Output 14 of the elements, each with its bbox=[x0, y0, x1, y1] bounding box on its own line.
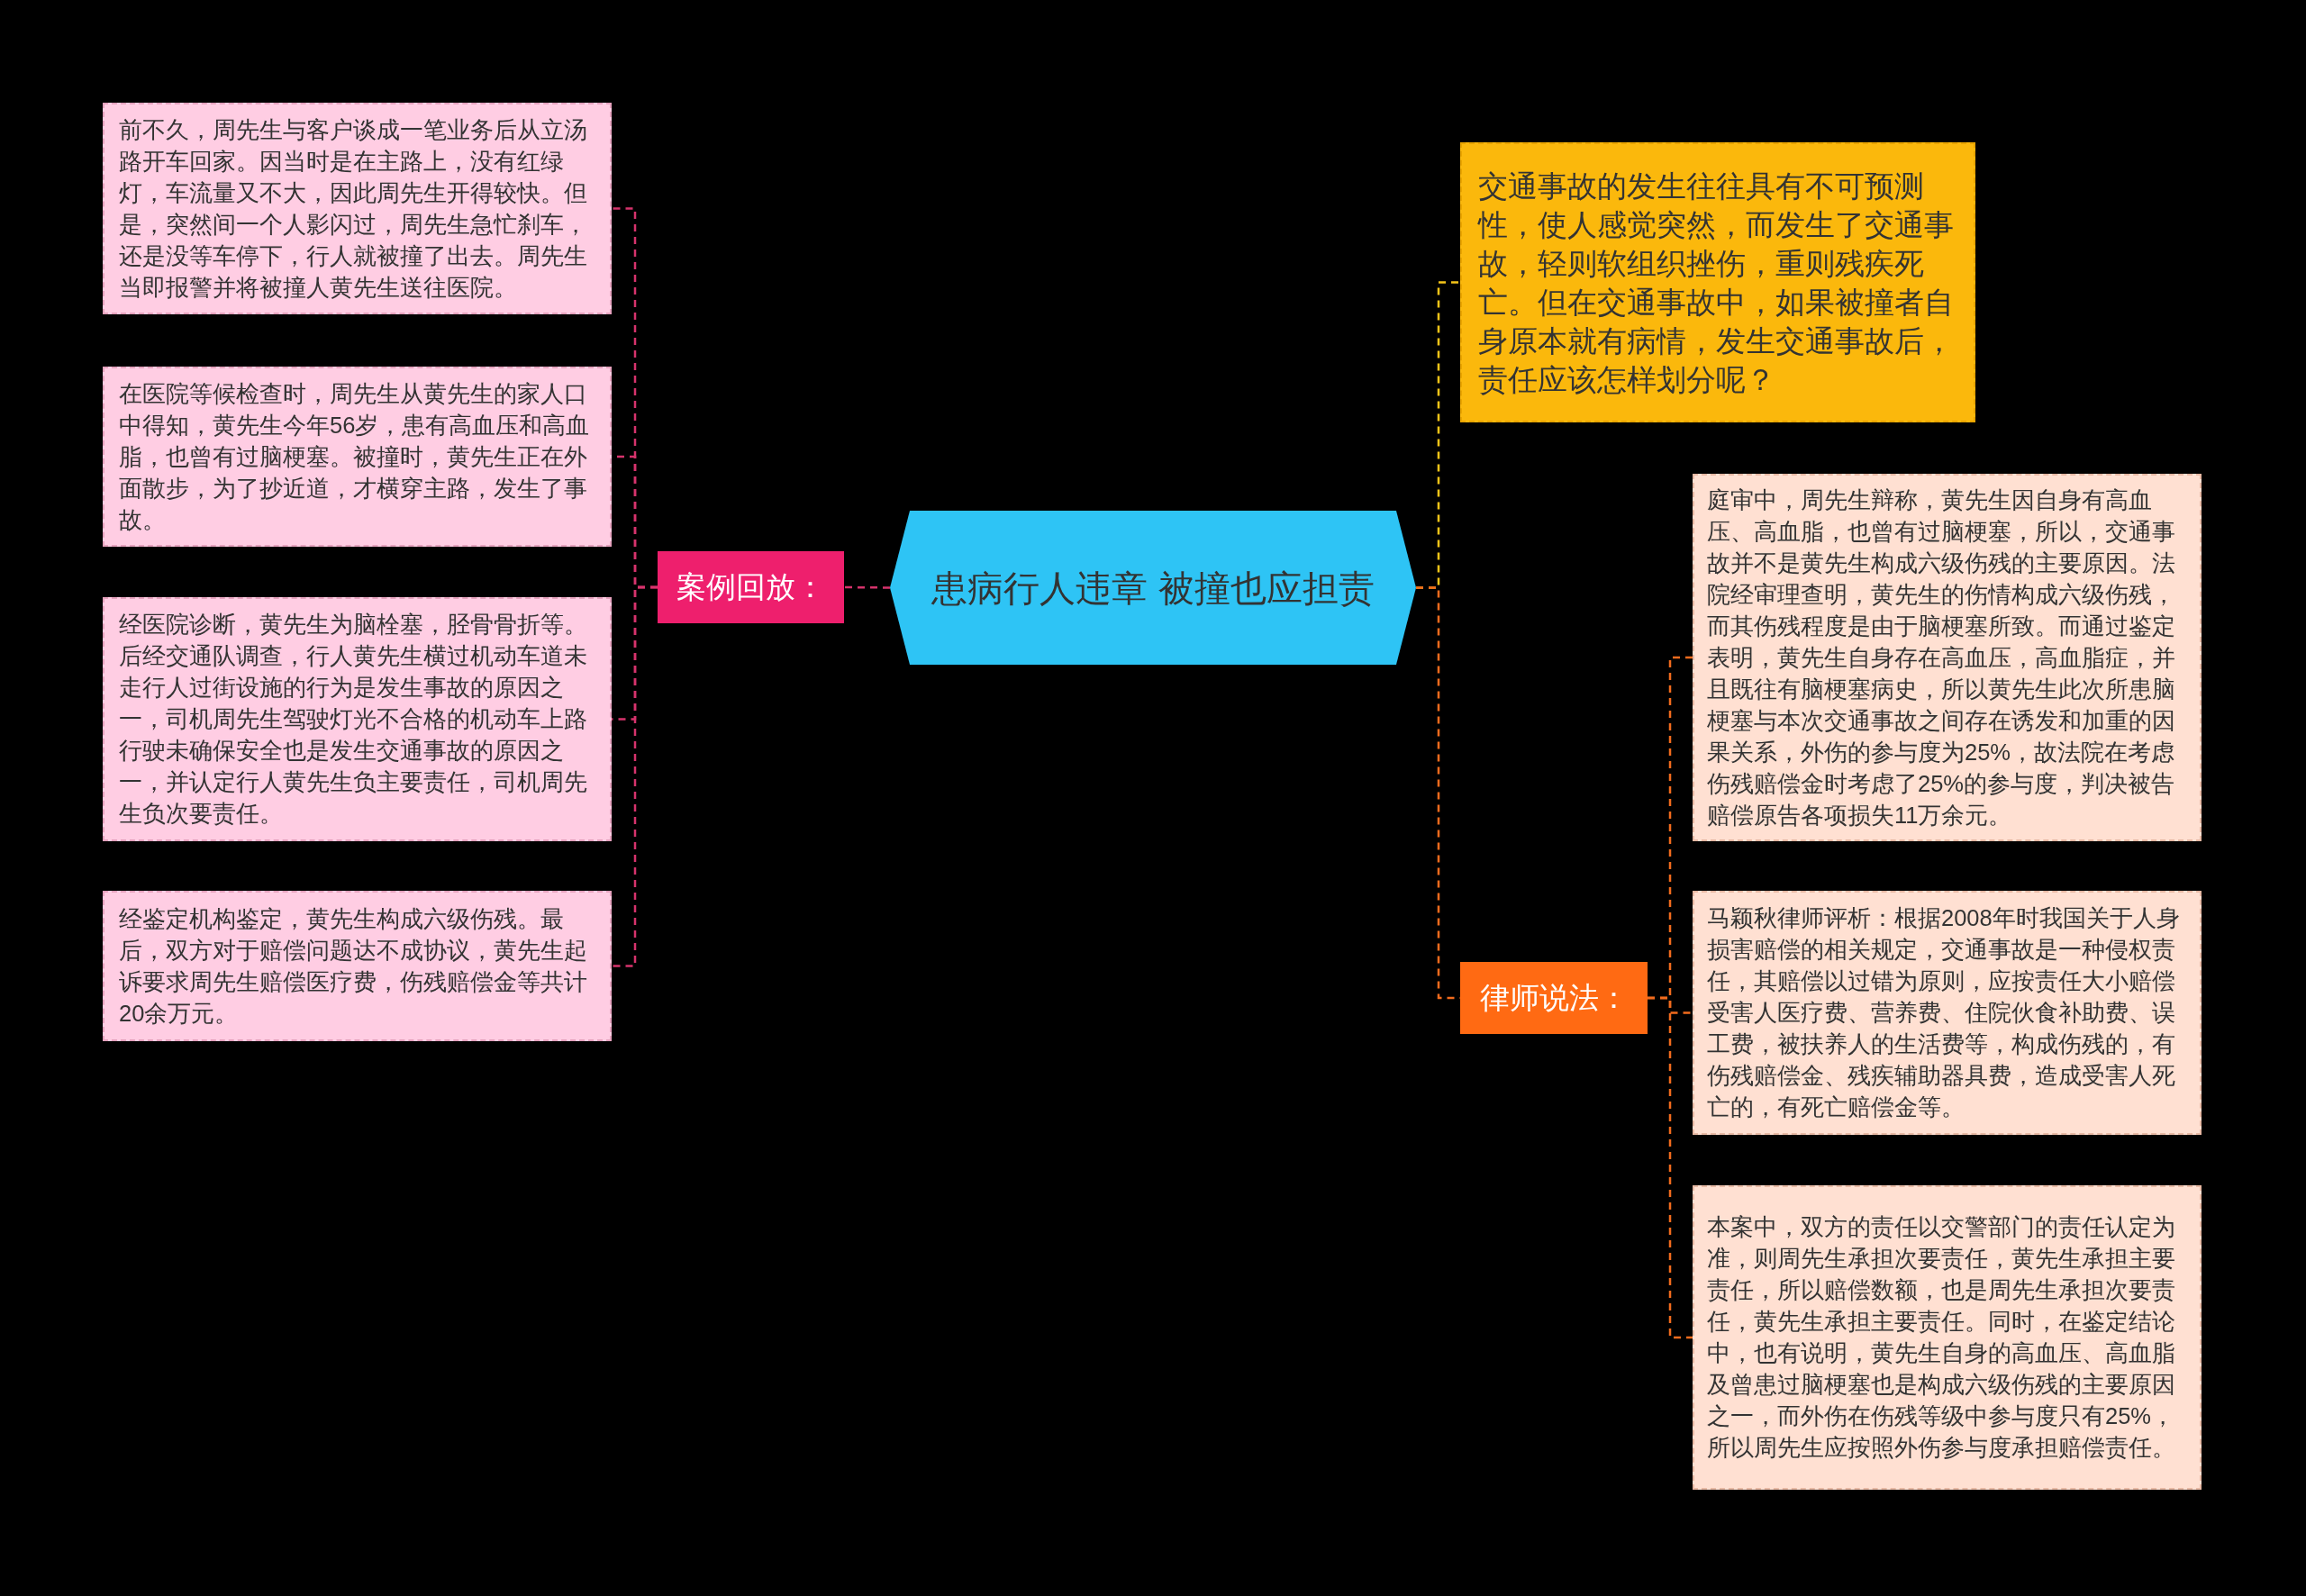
connector bbox=[612, 585, 658, 967]
category-label: 案例回放： bbox=[658, 551, 844, 623]
text-box: 在医院等候检查时，周先生从黄先生的家人口中得知，黄先生今年56岁，患有高血压和高血脂，也曾有过脑梗塞。被撞时，黄先生正在外面散步，为了抄近道，才横穿主路，发生了事故。 bbox=[103, 367, 612, 547]
text-box: 交通事故的发生往往具有不可预测性，使人感觉突然，而发生了交通事故，轻则软组织挫伤，重则残疾死亡。但在交通事故中，如果被撞者自身原本就有病情，发生交通事故后，责任应该怎样划分呢？ bbox=[1460, 142, 1975, 422]
text-box: 前不久，周先生与客户谈成一笔业务后从立汤路开车回家。因当时是在主路上，没有红绿灯，车流量又不大，因此周先生开得较快。但是，突然间一个人影闪过，周先生急忙刹车，还是没等车停下，行人就被撞了出去。周先生当即报警并将被撞人黄先生送往医院。 bbox=[103, 103, 612, 314]
text-box: 本案中，双方的责任以交警部门的责任认定为准，则周先生承担次要责任，黄先生承担主要责任，所以赔偿数额，也是周先生承担次要责任，黄先生承担主要责任。同时，在鉴定结论中，也有说明，黄先生自身的高血压、高血脂及曾患过脑梗塞也是构成六级伤残的主要原因之一，而外伤在伤残等级中参与度只有25%，所以周先生应按照外伤参与度承担赔偿责任。 bbox=[1693, 1185, 2202, 1490]
text-box: 经医院诊断，黄先生为脑栓塞，胫骨骨折等。后经交通队调查，行人黄先生横过机动车道未走行人过街设施的行为是发生事故的原因之一，司机周先生驾驶灯光不合格的机动车上路行驶未确保安全也是发生交通事故的原因之一，并认定行人黄先生负主要责任，司机周先生负次要责任。 bbox=[103, 597, 612, 841]
topic-hexagon: 患病行人违章 被撞也应担责 bbox=[890, 511, 1416, 665]
connector bbox=[1648, 996, 1693, 1339]
text-box: 马颖秋律师评析：根据2008年时我国关于人身损害赔偿的相关规定，交通事故是一种侵权责任，其赔偿以过错为原则，应按责任大小赔偿受害人医疗费、营养费、住院伙食补助费、误工费，被扶养人的生活费等，构成伤残的，有伤残赔偿金、残疾辅助器具费，造成受害人死亡的，有死亡赔偿金等。 bbox=[1693, 891, 2202, 1135]
connector bbox=[844, 585, 890, 589]
category-label: 律师说法： bbox=[1460, 962, 1648, 1034]
text-box: 经鉴定机构鉴定，黄先生构成六级伤残。最后，双方对于赔偿问题达不成协议，黄先生起诉要求周先生赔偿医疗费，伤残赔偿金等共计20余万元。 bbox=[103, 891, 612, 1041]
text-box: 庭审中，周先生辩称，黄先生因自身有高血压、高血脂，也曾有过脑梗塞，所以，交通事故并不是黄先生构成六级伤残的主要原因。法院经审理查明，黄先生的伤情构成六级伤残，而其伤残程度是由于脑梗塞所致。而通过鉴定表明，黄先生自身存在高血压，高血脂症，并且既往有脑梗塞病史，所以黄先生此次所患脑梗塞与本次交通事故之间存在诱发和加重的因果关系，外伤的参与度为25%，故法院在考虑伤残赔偿金时考虑了25%的参与度，判决被告赔偿原告各项损失11万余元。 bbox=[1693, 474, 2202, 841]
